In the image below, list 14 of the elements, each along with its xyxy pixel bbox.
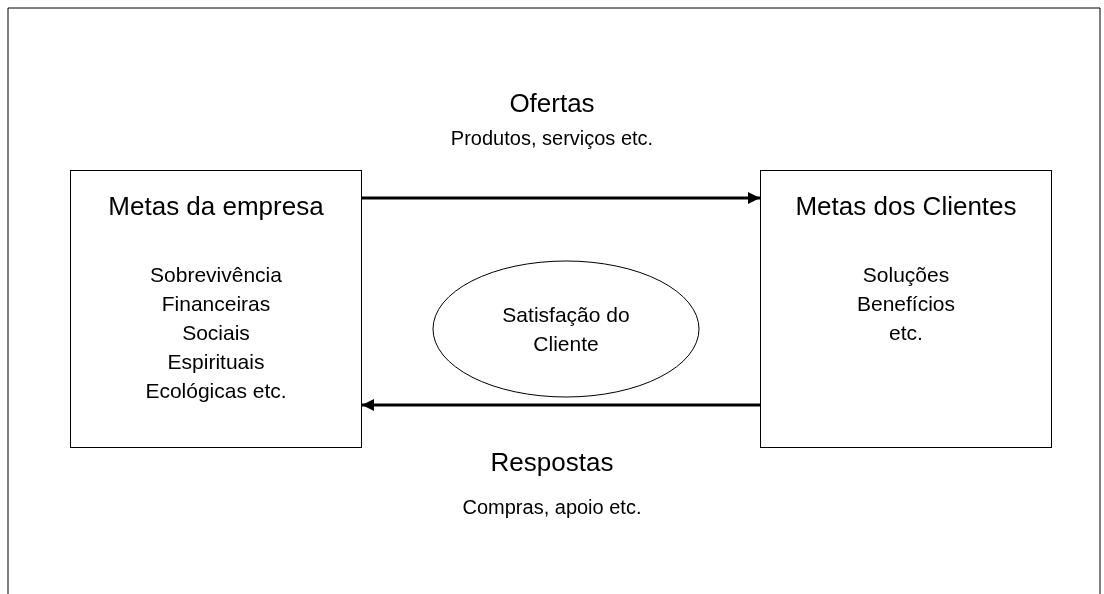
response-heading: Respostas bbox=[490, 447, 614, 478]
goal-list: Sobrevivência Financeiras Sociais Espirituais Ecológicas etc. bbox=[141, 260, 291, 405]
satisfaction-ellipse bbox=[432, 260, 700, 398]
offer-note: Produtos, serviços etc. bbox=[450, 127, 654, 150]
arrow bbox=[362, 399, 760, 411]
goal-box bbox=[70, 170, 362, 448]
offer-heading: Ofertas bbox=[509, 88, 595, 119]
goal-list: Soluções Benefícios etc. bbox=[841, 260, 971, 347]
box-heading: Metas dos Clientes bbox=[794, 191, 1018, 222]
arrow bbox=[362, 192, 760, 204]
ellipse-text: Satisfação do Cliente bbox=[501, 302, 631, 357]
response-note: Compras, apoio etc. bbox=[462, 496, 642, 519]
goal-box bbox=[760, 170, 1052, 448]
box-heading: Metas da empresa bbox=[107, 191, 325, 222]
